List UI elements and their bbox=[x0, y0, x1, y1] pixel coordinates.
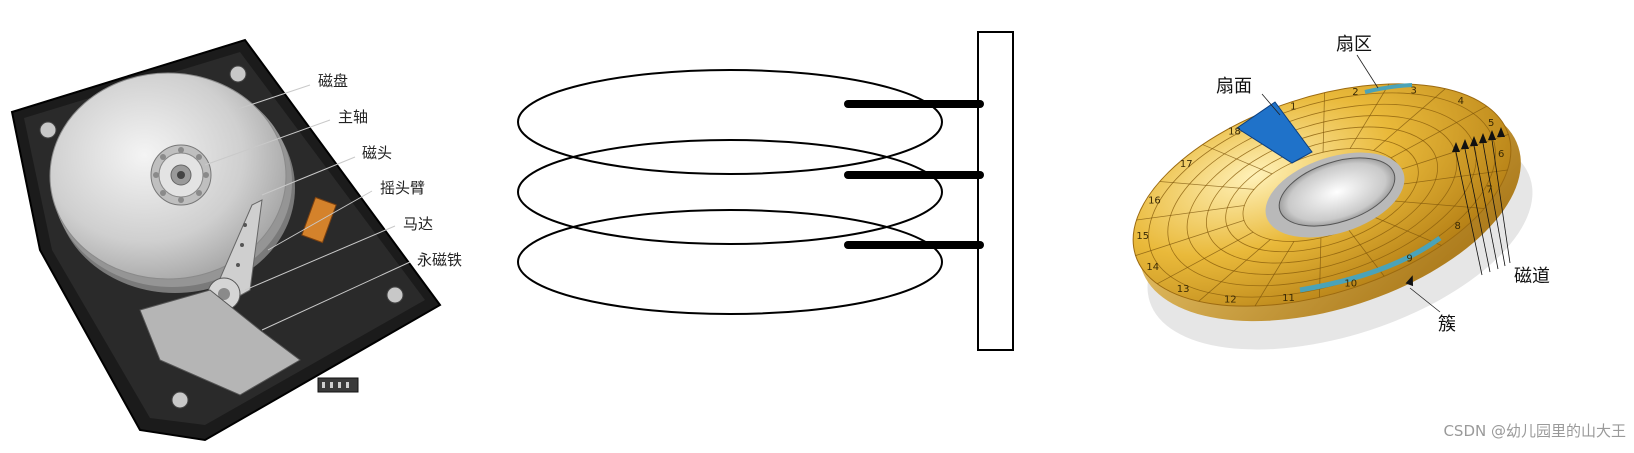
sector-number: 6 bbox=[1498, 149, 1504, 160]
platter-ellipse-1 bbox=[517, 69, 943, 175]
platter-ellipse-3 bbox=[517, 209, 943, 315]
sector-line bbox=[1157, 231, 1254, 285]
label-magnet: 永磁铁 bbox=[417, 251, 462, 269]
sector-line bbox=[1322, 92, 1325, 153]
sector-line bbox=[1254, 241, 1295, 307]
sector-line bbox=[1198, 239, 1271, 302]
sector-number: 15 bbox=[1136, 231, 1149, 242]
sector-line bbox=[1159, 181, 1255, 190]
highlight-cluster bbox=[1299, 235, 1442, 293]
sector-line bbox=[1389, 200, 1485, 209]
spindle bbox=[150, 144, 212, 206]
hard-drive-illustration: 磁盘 主轴 磁头 摇头臂 马达 永磁铁 bbox=[10, 38, 462, 442]
sector-number: 13 bbox=[1177, 284, 1190, 295]
track-leader-lines bbox=[1455, 139, 1511, 276]
spindle-hole bbox=[1278, 157, 1396, 227]
sector-line bbox=[1399, 134, 1509, 171]
sector-number: 18 bbox=[1228, 127, 1241, 138]
flex-cable bbox=[301, 196, 337, 244]
highlight-sector-surface bbox=[1236, 101, 1313, 164]
watermark: CSDN @幼儿园里的山大王 bbox=[1443, 422, 1626, 440]
highlight-cluster-top bbox=[1364, 83, 1413, 94]
label-track: 磁道 bbox=[1514, 266, 1550, 287]
sector-line bbox=[1202, 144, 1273, 175]
label-surface: 扇面 bbox=[1216, 76, 1252, 97]
sector-number: 4 bbox=[1458, 96, 1464, 107]
sector-line bbox=[1371, 215, 1442, 246]
label-sector: 扇区 bbox=[1336, 34, 1372, 55]
sector-number: 3 bbox=[1411, 85, 1417, 96]
platter-stack-schematic bbox=[517, 31, 1014, 351]
sector-number: 12 bbox=[1224, 295, 1237, 306]
sector-line bbox=[1135, 219, 1245, 256]
track-markers bbox=[1452, 127, 1505, 152]
sector-number: 2 bbox=[1352, 87, 1358, 98]
sector-line bbox=[1399, 169, 1508, 185]
sector-number: 10 bbox=[1344, 278, 1357, 289]
label-cluster: 簇 bbox=[1438, 314, 1456, 335]
magnet bbox=[139, 289, 301, 396]
label-head: 磁头 bbox=[362, 144, 392, 162]
sector-number: 14 bbox=[1146, 262, 1159, 273]
sector-number: 9 bbox=[1406, 253, 1412, 264]
head-arm-shaft bbox=[977, 31, 1014, 351]
sector-line bbox=[1390, 105, 1487, 159]
label-arm: 摇头臂 bbox=[380, 179, 425, 197]
sector-line bbox=[1373, 88, 1446, 151]
sector-number: 16 bbox=[1148, 196, 1161, 207]
label-motor: 马达 bbox=[403, 215, 433, 233]
sector-number: 11 bbox=[1282, 293, 1295, 304]
platter-ellipse-2 bbox=[517, 139, 943, 245]
cluster-arrow bbox=[1405, 275, 1414, 287]
sector-line bbox=[1349, 83, 1390, 149]
sector-number: 5 bbox=[1488, 118, 1494, 129]
sector-number: 17 bbox=[1180, 159, 1193, 170]
sector-line bbox=[1136, 205, 1245, 221]
sector-number: 1 bbox=[1290, 102, 1296, 113]
sector-number: 8 bbox=[1455, 221, 1461, 232]
actuator-arm bbox=[214, 199, 263, 301]
sector-number: 7 bbox=[1486, 184, 1492, 195]
label-spindle: 主轴 bbox=[338, 108, 368, 126]
label-platter: 磁盘 bbox=[318, 72, 348, 90]
